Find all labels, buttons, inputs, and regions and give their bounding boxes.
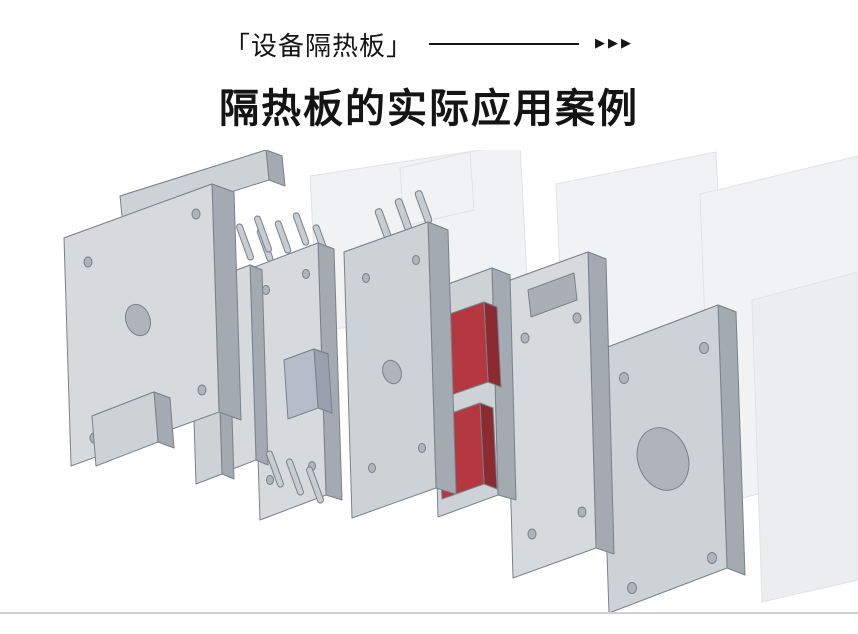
guide-pin [274, 220, 292, 254]
slot-recess [527, 272, 578, 318]
center-hole [124, 303, 152, 337]
bolt-hole [197, 384, 207, 396]
insulation-board-upper [443, 301, 502, 397]
core-insert [283, 348, 333, 420]
bolt-hole [362, 273, 370, 283]
bolt-hole [699, 342, 709, 354]
bolt-hole [527, 528, 537, 540]
center-hole [382, 359, 402, 385]
bolt-hole [302, 269, 310, 279]
bolt-hole [520, 332, 530, 344]
tagline-text: 「设备隔热板」 [223, 31, 413, 61]
ejector-pin [286, 458, 304, 496]
bolt-hole [619, 372, 629, 384]
bolt-hole [191, 208, 201, 220]
ejector-pin [254, 215, 272, 253]
ghost-plate [751, 271, 858, 603]
header: 「设备隔热板」 ▶▶▶ 隔热板的实际应用案例 [0, 0, 858, 134]
bolt-hole [262, 285, 270, 295]
bolt-hole [83, 256, 93, 268]
bolt-hole [418, 443, 426, 453]
illustration-area [0, 143, 858, 620]
dash-line [429, 43, 579, 45]
center-hole [636, 427, 690, 491]
bolt-hole [577, 506, 587, 518]
bolt-hole [368, 463, 376, 473]
exploded-view-illustration [0, 143, 858, 614]
ejector-pin [306, 466, 324, 504]
page-title: 隔热板的实际应用案例 [219, 86, 639, 131]
rear-clamping-plate [599, 304, 746, 614]
bolt-hole [572, 312, 582, 324]
ejector-pin [236, 223, 254, 261]
bolt-hole [707, 552, 717, 564]
cavity-plate [343, 190, 457, 519]
bolt-hole [266, 475, 274, 485]
foot-block [91, 391, 175, 467]
ejector-pin [266, 450, 284, 488]
face-front [91, 391, 159, 467]
bolt-hole [627, 582, 637, 594]
front-clamping-plate [63, 149, 286, 467]
bottom-divider [0, 612, 858, 614]
arrow-icons: ▶▶▶ [595, 35, 634, 50]
face-side [265, 149, 286, 187]
slotted-support-plate [504, 251, 615, 579]
guide-pin [292, 212, 310, 246]
bolt-hole [412, 255, 420, 265]
tagline-row: 「设备隔热板」 ▶▶▶ [0, 26, 858, 62]
face-front [283, 348, 319, 420]
